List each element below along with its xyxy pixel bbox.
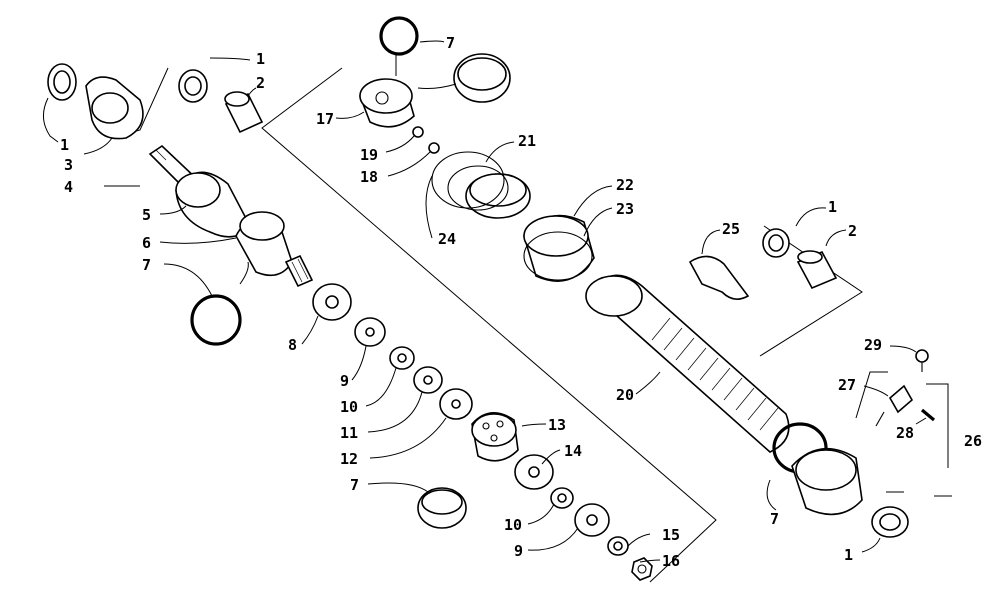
label-6: 6	[142, 234, 151, 252]
label-2-left: 2	[256, 74, 265, 92]
label-1-left-top: 1	[256, 50, 265, 68]
spring-part-28[interactable]	[920, 408, 936, 422]
label-22: 22	[616, 176, 634, 194]
label-1-lower-right: 1	[844, 546, 853, 564]
bushing-part-1-lower-right[interactable]	[871, 506, 909, 538]
shock-body-part-20[interactable]	[585, 274, 790, 453]
valve-part-18[interactable]	[428, 142, 440, 154]
label-27: 27	[838, 376, 856, 394]
label-7-top: 7	[446, 34, 455, 52]
body-threading	[651, 317, 779, 431]
ring-part-7-top-right[interactable]	[453, 53, 511, 103]
bushing-part-1-upper-left[interactable]	[47, 63, 77, 101]
piston-part-13[interactable]	[471, 412, 519, 462]
label-23: 23	[616, 200, 634, 218]
washer-part-15[interactable]	[607, 536, 629, 556]
label-24: 24	[438, 230, 456, 248]
label-part-25[interactable]	[688, 255, 750, 300]
label-15: 15	[662, 526, 680, 544]
label-7-left: 7	[142, 256, 151, 274]
label-9-upper: 9	[340, 372, 349, 390]
washer-part-8[interactable]	[312, 283, 352, 321]
ring-part-24[interactable]	[431, 151, 509, 211]
o-ring-part-7-left[interactable]	[190, 294, 242, 346]
shim-part-11[interactable]	[413, 366, 443, 394]
label-5: 5	[142, 206, 151, 224]
label-9-lower: 9	[514, 542, 523, 560]
label-4: 4	[64, 178, 73, 196]
label-13: 13	[548, 416, 566, 434]
label-3: 3	[64, 156, 73, 174]
leader-lines	[43, 40, 927, 563]
valve-body-part-27[interactable]	[875, 384, 914, 427]
label-7-lower-right: 7	[770, 510, 779, 528]
o-ring-part-7-top[interactable]	[379, 16, 419, 56]
label-1-right-top: 1	[828, 198, 837, 216]
sleeve-part-2-left[interactable]	[224, 91, 264, 134]
screw-part-29[interactable]	[915, 349, 929, 372]
label-25: 25	[722, 220, 740, 238]
label-7-lower-middle: 7	[350, 476, 359, 494]
assembly-bracket-part-26	[855, 371, 952, 497]
washer-part-9-lower[interactable]	[574, 503, 610, 537]
o-ring-part-7-lower-middle[interactable]	[417, 487, 467, 529]
label-2-right: 2	[848, 222, 857, 240]
shim-part-10-upper[interactable]	[389, 346, 415, 370]
label-16: 16	[662, 552, 680, 570]
label-26: 26	[964, 432, 982, 450]
eyelet-part-lower-right[interactable]	[791, 447, 863, 516]
washer-part-9-upper[interactable]	[354, 317, 386, 347]
rod-end-part-6[interactable]	[235, 211, 314, 288]
part-labels: 1 3 4 5 6 7 1 2 8 9 10 11 12 7 13 14 10 …	[60, 34, 982, 570]
bushing-part-1-right-top[interactable]	[762, 228, 790, 258]
bushing-part-1-left-top[interactable]	[178, 69, 208, 103]
label-11: 11	[340, 424, 358, 442]
label-28: 28	[896, 424, 914, 442]
label-10-upper: 10	[340, 398, 358, 416]
label-29: 29	[864, 336, 882, 354]
adjuster-ring-part-23[interactable]	[523, 231, 593, 281]
label-19: 19	[360, 146, 378, 164]
assembly-bracket-lines	[125, 67, 863, 583]
o-ring-part-19[interactable]	[412, 126, 424, 138]
washer-part-14[interactable]	[514, 454, 554, 490]
label-20: 20	[616, 386, 634, 404]
cap-part-17[interactable]	[359, 78, 415, 128]
nut-part-16[interactable]	[631, 557, 653, 581]
label-1-upper-left: 1	[60, 136, 69, 154]
sleeve-part-2-right[interactable]	[796, 250, 838, 290]
label-14: 14	[564, 442, 582, 460]
body-part-5[interactable]	[175, 171, 251, 238]
label-18: 18	[360, 168, 378, 186]
shim-part-10-lower[interactable]	[550, 487, 574, 509]
eyelet-cap-part-3[interactable]	[85, 76, 144, 140]
spring-seat-part-22[interactable]	[523, 214, 595, 282]
label-12: 12	[340, 450, 358, 468]
label-21: 21	[518, 132, 536, 150]
label-8: 8	[288, 336, 297, 354]
shim-part-12[interactable]	[439, 388, 473, 420]
label-10-lower: 10	[504, 516, 522, 534]
label-17: 17	[316, 110, 334, 128]
